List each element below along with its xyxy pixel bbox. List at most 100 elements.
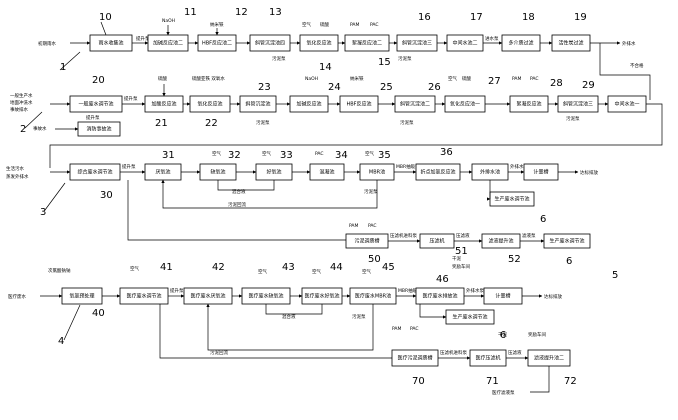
medical-sludge-section: PAM PAC 医疗污泥调质槽 70 压滤机进料泵 医疗压滤机 71 干泥 奖励…	[159, 304, 577, 396]
node-label: 医疗废水缺氧池	[248, 293, 283, 300]
node-label: 厌氧池	[155, 169, 170, 176]
ref-number: 6	[540, 214, 546, 225]
ref-number: 25	[380, 82, 393, 93]
initial-rain-label: 初期雨水	[38, 40, 56, 47]
pump-label: 外排水泵	[510, 163, 528, 170]
node-label: MBR池	[369, 169, 385, 176]
node-label: 氧氯预处理	[69, 293, 94, 300]
node-label: 计量槽	[533, 169, 548, 176]
reagent-label: 空气	[212, 150, 221, 157]
reagent-label: 纳米铁	[350, 75, 364, 82]
sludge-pump-label: 污泥泵	[352, 313, 366, 320]
ref-number: 41	[160, 262, 173, 273]
reagent-label: PAC	[410, 326, 419, 332]
ref-number: 19	[574, 12, 587, 23]
reagent-label: PAM	[512, 76, 522, 82]
leader-line	[24, 111, 43, 129]
node-label: 一般废水调节池	[78, 101, 113, 108]
pump-label: 医疗滤液泵	[492, 389, 515, 396]
return-line	[49, 103, 663, 168]
node-label: HBF反应池	[346, 101, 371, 108]
node-label: 雨水收集池	[98, 40, 123, 47]
node-label: 医疗废水好氧池	[304, 293, 339, 300]
ref-number: 14	[319, 62, 332, 73]
return-line	[599, 43, 651, 100]
ref-number: 4	[58, 336, 64, 347]
filtrate-label: 压滤液	[508, 349, 522, 356]
ref-number: 21	[155, 118, 168, 129]
node-label: 混凝池	[319, 169, 334, 176]
input-label: 事故水	[33, 125, 47, 132]
reagent-label: 空气	[302, 21, 311, 28]
ref-number: 16	[418, 12, 431, 23]
node-label: 医疗废水排放池	[422, 293, 457, 300]
leader-line	[44, 182, 66, 211]
ref-number: 33	[280, 150, 293, 161]
reagent-label: PAM	[392, 326, 402, 332]
node-label: 氧化反应池	[306, 40, 331, 47]
ref-number: 30	[100, 190, 113, 201]
node-label: HBF反应池二	[202, 40, 232, 47]
reagent-label: 硫酸	[320, 21, 329, 28]
reagent-label: PAC	[530, 76, 539, 82]
node-label: 综合废水调节池	[77, 169, 112, 176]
sludge-pump-label: 污泥泵	[566, 115, 580, 122]
pump-label: 提升泵	[122, 163, 136, 170]
row-1-rainwater: 初期雨水 雨水收集池 10 提升泵 加碱反应池二 NaOH 11 HBF反应池二…	[38, 7, 651, 100]
ref-number: 46	[436, 274, 449, 285]
reagent-label: 次氯酸钠钠	[48, 267, 71, 274]
filtrate-return	[530, 366, 550, 393]
sludge-reflux-label: 污泥回流	[210, 349, 228, 356]
node-label: 中间水池一	[614, 101, 639, 108]
pump-label: 压滤机进料泵	[440, 349, 467, 356]
pump-label: 压滤机进料泵	[390, 232, 417, 239]
pump-label: 滤液泵	[522, 232, 536, 239]
sludge-pump-label: 污泥泵	[364, 188, 378, 195]
node-label: 中间水池二	[452, 40, 477, 47]
input-label: 地面冲洗水	[10, 99, 33, 106]
ref-number: 27	[488, 76, 501, 87]
ref-number: 71	[486, 376, 499, 387]
ref-number: 72	[564, 376, 577, 387]
ref-number: 36	[440, 147, 453, 158]
reagent-label: PAM	[350, 22, 360, 28]
node-label: 污泥调质槽	[354, 238, 379, 245]
ref-number: 18	[522, 12, 535, 23]
sludge-pump-label: 污泥泵	[400, 119, 414, 126]
node-label: 医疗压滤机	[475, 355, 500, 362]
leader-line	[59, 51, 81, 71]
pump-label: 提升泵	[136, 35, 150, 42]
node-label: 絮凝反应池二	[352, 40, 382, 47]
reagent-label: 硫酸	[158, 75, 167, 82]
ref-number: 5	[612, 270, 618, 281]
reagent-label: 硫酸	[462, 75, 471, 82]
reagent-label: PAC	[368, 223, 377, 229]
ref-number: 52	[508, 254, 521, 265]
node-label: 多介质过滤	[508, 40, 533, 47]
node-label: 加酸反应池	[151, 101, 176, 108]
node-label: 医疗废水厌氧池	[190, 293, 225, 300]
ref-number: 44	[330, 262, 343, 273]
dry-mud-label: 干泥	[452, 255, 461, 262]
ref-number: 2	[20, 124, 26, 135]
reagent-label: NaOH	[305, 76, 318, 82]
leader-line	[63, 304, 81, 341]
ref-number: 15	[378, 57, 391, 68]
node-label: 计量槽	[495, 293, 510, 300]
outlet-label: 外排水	[622, 40, 636, 47]
reagent-label: 空气	[365, 150, 374, 157]
node-label: 压滤机	[429, 238, 444, 245]
ref-number: 13	[269, 7, 282, 18]
ref-number: 17	[470, 12, 483, 23]
ref-number: 23	[258, 82, 271, 93]
sludge-pump-label: 污泥泵	[256, 119, 270, 126]
sludge-reflux-label: 污泥回流	[228, 201, 246, 208]
row-4-medical-wastewater: 次氯酸钠钠 医疗废水 氧氯预处理 40 4 医疗废水调节池 空气 41 提升泵 …	[8, 262, 562, 356]
reagent-label: PAM	[349, 223, 359, 229]
row-3-comprehensive-wastewater: 生活污水 蒸发外排水 综合废水调节池 30 3 提升泵 厌氧池 31 缺氧池 空…	[6, 147, 598, 225]
production-wastewater-tank-2	[543, 233, 591, 249]
ref-number: 22	[205, 118, 218, 129]
node-label: 生产废水调节池	[494, 196, 529, 203]
mixed-liquid-label: 混合液	[232, 188, 246, 195]
